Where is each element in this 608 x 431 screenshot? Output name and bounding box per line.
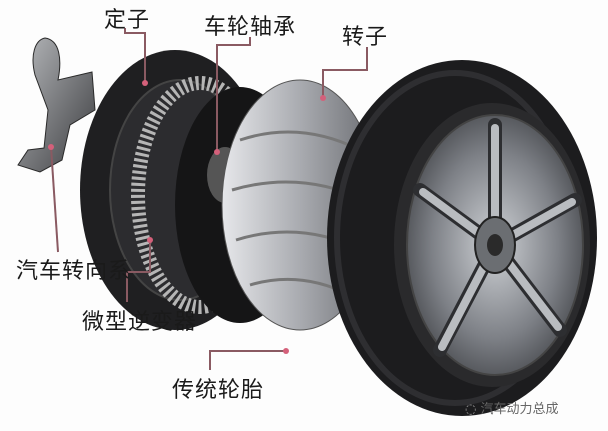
label-tire: 传统轮胎 xyxy=(172,378,265,403)
leader-rotor xyxy=(322,47,368,98)
label-steering-system: 汽车转向系 xyxy=(16,259,132,284)
tire xyxy=(327,60,597,416)
dot-wheel-bearing xyxy=(214,149,220,155)
dot-tire xyxy=(283,348,289,354)
leader-wheel-bearing xyxy=(216,37,251,152)
leader-tire xyxy=(209,350,286,370)
label-wheel-bearing: 车轮轴承 xyxy=(204,15,297,40)
leader-inverter xyxy=(126,240,151,302)
watermark-text: 汽车动力总成 xyxy=(480,402,559,417)
label-stator: 定子 xyxy=(104,8,151,33)
dot-stator xyxy=(142,80,148,86)
label-micro-inverter: 微型逆变器 xyxy=(82,310,198,335)
leader-steering xyxy=(50,146,59,253)
dot-rotor xyxy=(320,95,326,101)
leader-stator xyxy=(124,28,146,83)
dot-steering xyxy=(48,144,54,150)
watermark: ◌ 汽车动力总成 xyxy=(465,398,559,417)
dot-inverter xyxy=(147,237,153,243)
wechat-icon: ◌ xyxy=(465,402,477,417)
label-rotor: 转子 xyxy=(342,25,389,50)
steering-knuckle xyxy=(17,37,96,173)
